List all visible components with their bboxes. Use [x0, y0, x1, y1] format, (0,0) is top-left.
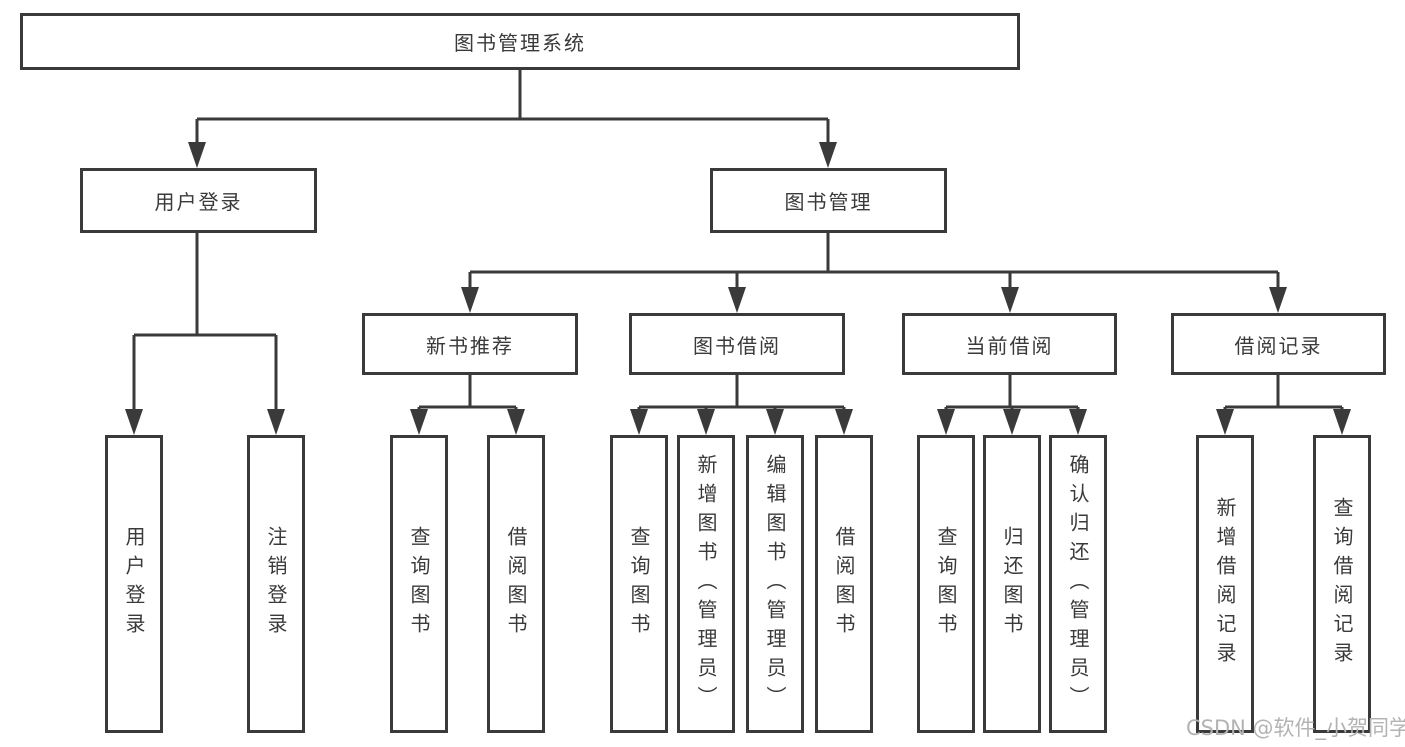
node-book-management: 图书管理 — [710, 168, 947, 233]
arrow-down-icon — [1333, 409, 1351, 435]
leaf-query-book-borrow-label: 查询图书 — [627, 526, 651, 642]
leaf-query-book-recommend-label: 查询图书 — [407, 526, 431, 642]
node-current-borrow: 当前借阅 — [902, 313, 1117, 375]
arrow-down-icon — [188, 142, 206, 168]
arrow-down-icon — [766, 409, 784, 435]
arrow-down-icon — [1069, 409, 1087, 435]
leaf-return-book: 归还图书 — [983, 435, 1041, 733]
node-book-borrow: 图书借阅 — [629, 313, 845, 375]
leaf-user-login-label: 用户登录 — [122, 526, 146, 642]
arrow-down-icon — [410, 409, 428, 435]
leaf-query-book-current-label: 查询图书 — [934, 526, 958, 642]
arrow-down-icon — [267, 409, 285, 435]
connectors-borrow-records-to-leaves — [1216, 375, 1351, 435]
leaf-add-borrow-record-label: 新增借阅记录 — [1213, 497, 1237, 671]
csdn-watermark: CSDN @软件_小贺同学 — [1186, 716, 1405, 740]
leaf-edit-book-admin: 编辑图书（管理员） — [746, 435, 804, 733]
leaf-borrow-book-label: 借阅图书 — [832, 526, 856, 642]
leaf-query-borrow-record-label: 查询借阅记录 — [1330, 497, 1354, 671]
connectors-current-borrow-to-leaves — [937, 375, 1087, 435]
node-library-management-system: 图书管理系统 — [20, 13, 1020, 70]
arrow-down-icon — [1269, 287, 1287, 313]
connectors-new-book-recommend-to-leaves — [410, 375, 525, 435]
connectors-book-borrow-to-leaves — [630, 375, 853, 435]
arrow-down-icon — [125, 409, 143, 435]
leaf-borrow-book-recommend: 借阅图书 — [487, 435, 545, 733]
arrow-down-icon — [697, 409, 715, 435]
connectors-user-login-to-leaves — [125, 233, 285, 435]
node-new-book-recommend: 新书推荐 — [362, 313, 578, 375]
arrow-down-icon — [819, 142, 837, 168]
leaf-query-borrow-record: 查询借阅记录 — [1313, 435, 1371, 733]
leaf-user-login: 用户登录 — [105, 435, 163, 733]
leaf-borrow-book-recommend-label: 借阅图书 — [504, 526, 528, 642]
arrow-down-icon — [1216, 409, 1234, 435]
leaf-query-book-recommend: 查询图书 — [390, 435, 448, 733]
arrow-down-icon — [937, 409, 955, 435]
arrow-down-icon — [728, 287, 746, 313]
node-borrow-records: 借阅记录 — [1171, 313, 1386, 375]
arrow-down-icon — [835, 409, 853, 435]
leaf-borrow-book: 借阅图书 — [815, 435, 873, 733]
leaf-add-book-admin-label: 新增图书（管理员） — [694, 453, 718, 715]
leaf-query-book-current: 查询图书 — [917, 435, 975, 733]
leaf-logout-login: 注销登录 — [247, 435, 305, 733]
leaf-add-book-admin: 新增图书（管理员） — [677, 435, 735, 733]
arrow-down-icon — [1003, 409, 1021, 435]
leaf-logout-login-label: 注销登录 — [264, 526, 288, 642]
leaf-confirm-return-admin-label: 确认归还（管理员） — [1066, 453, 1090, 715]
leaf-add-borrow-record: 新增借阅记录 — [1196, 435, 1254, 733]
leaf-edit-book-admin-label: 编辑图书（管理员） — [763, 453, 787, 715]
arrow-down-icon — [1001, 287, 1019, 313]
arrow-down-icon — [630, 409, 648, 435]
node-user-login: 用户登录 — [80, 168, 317, 233]
arrow-down-icon — [461, 287, 479, 313]
connectors-book-management-to-level3 — [461, 233, 1287, 313]
connectors-root-to-level2 — [188, 70, 837, 168]
arrow-down-icon — [507, 409, 525, 435]
leaf-confirm-return-admin: 确认归还（管理员） — [1049, 435, 1107, 733]
leaf-query-book-borrow: 查询图书 — [610, 435, 668, 733]
leaf-return-book-label: 归还图书 — [1000, 526, 1024, 642]
